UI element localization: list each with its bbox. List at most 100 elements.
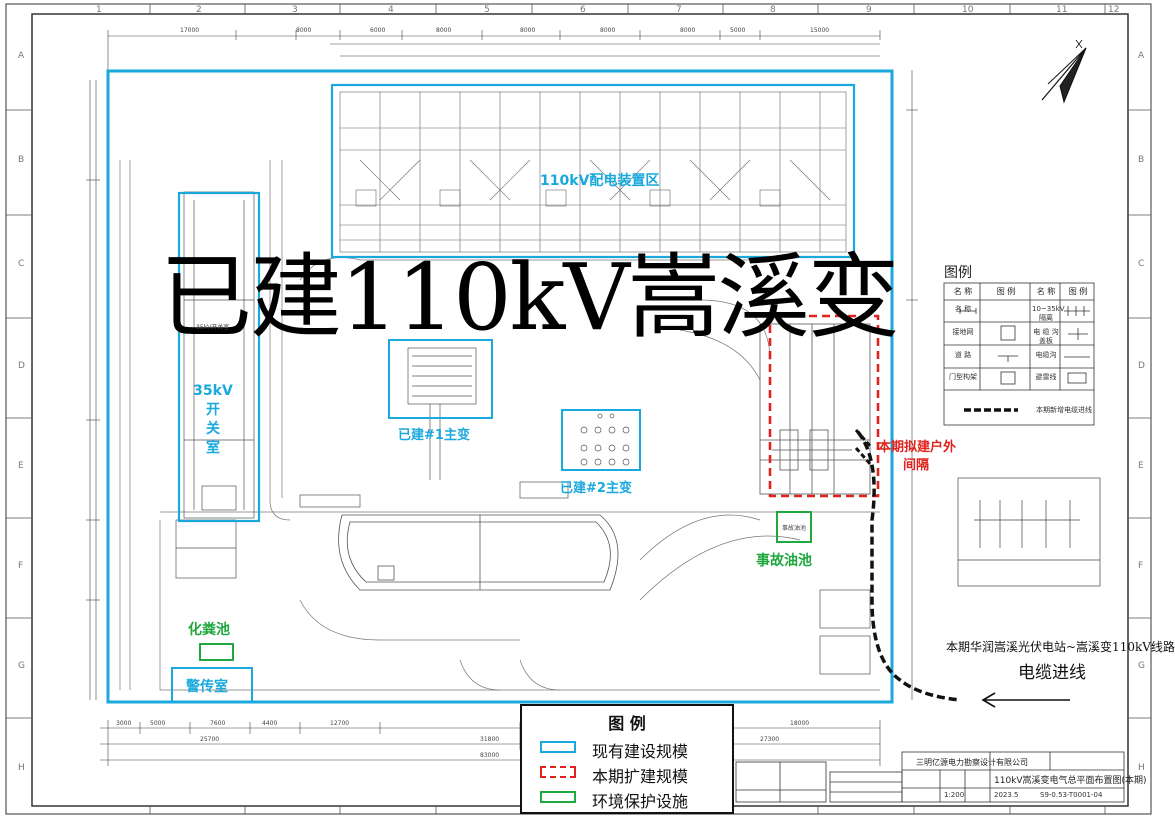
label-guard-room: 警传室	[186, 679, 228, 695]
dimension-bottom: 7600	[210, 720, 226, 727]
legend-row-label: 电缆沟	[1035, 351, 1057, 359]
title-block-company: 三明亿源电力勘察设计有限公司	[916, 758, 1028, 767]
dimension-bottom: 27300	[760, 736, 780, 743]
legend-row-label: 避雷线	[1035, 373, 1057, 381]
existing-35kv-room-frame	[177, 191, 261, 523]
svg-text:11: 11	[1056, 5, 1067, 15]
title-block-date: 2023.5	[994, 791, 1019, 799]
legend-swatch	[540, 791, 576, 803]
north-arrow-icon	[1041, 39, 1087, 104]
expansion-outdoor-bay-frame	[768, 314, 880, 498]
tag-switchroom: 35kV开关室	[196, 324, 230, 331]
svg-text:F: F	[1138, 561, 1143, 571]
legend-swatch	[540, 741, 576, 753]
right-legend-table	[943, 282, 1095, 426]
existing-transformer-2-frame	[561, 409, 641, 471]
label-septic-tank: 化粪池	[188, 622, 230, 638]
right-dimension-lines	[906, 70, 918, 700]
cable-entry-line1: 本期华润嵩溪光伏电站~嵩溪变110kV线路	[946, 640, 1175, 654]
legend-swatch	[540, 766, 576, 778]
dimension-top: 15000	[810, 27, 830, 34]
title-block-drawing-no: S9-0.53-T0001-04	[1040, 791, 1103, 799]
svg-text:9: 9	[866, 5, 872, 15]
dimension-top: 8000	[520, 27, 536, 34]
existing-guard-room-frame	[171, 667, 253, 703]
dimension-bottom: 5000	[150, 720, 166, 727]
legend-item-label: 现有建设规模	[592, 742, 689, 761]
oil-pool-frame	[776, 511, 812, 543]
left-dimension-lines	[86, 80, 100, 700]
svg-text:7: 7	[676, 5, 682, 15]
legend-header-cell: 图 例	[996, 287, 1016, 296]
legend-header-cell: 名 称	[1036, 287, 1056, 296]
svg-text:4: 4	[388, 5, 394, 15]
svg-text:2: 2	[196, 5, 202, 15]
control-building-drawing	[338, 514, 619, 591]
dimension-bottom: 18000	[790, 720, 810, 727]
main-legend-title: 图 例	[608, 714, 646, 733]
title-block-scale: 1:200	[944, 791, 965, 799]
svg-text:6: 6	[580, 5, 586, 15]
legend-item-label: 本期扩建规模	[592, 767, 689, 786]
septic-tank-frame	[199, 643, 234, 661]
dimension-top: 8000	[436, 27, 452, 34]
dimension-bottom: 4400	[262, 720, 278, 727]
dimension-bottom: 25700	[200, 736, 220, 743]
svg-text:B: B	[18, 155, 24, 165]
dimension-bottom: 83000	[480, 752, 500, 759]
title-block-frame	[735, 751, 1125, 803]
legend-row-label: 道 路	[954, 351, 972, 359]
svg-text:12: 12	[1108, 5, 1119, 15]
label-35kv-switchroom: 35kV 开 关 室	[193, 383, 233, 456]
outdoor-bay-drawing	[759, 323, 871, 495]
svg-text:8: 8	[770, 5, 776, 15]
svg-text:1: 1	[96, 5, 102, 15]
switchyard-110kv-drawing	[339, 91, 847, 253]
grid-ticks-top	[149, 4, 1106, 814]
legend-row-label: 电 缆 沟盖板	[1033, 328, 1059, 345]
transformer-2-drawing	[580, 413, 630, 466]
svg-text:5: 5	[484, 5, 490, 15]
svg-text:D: D	[1138, 361, 1145, 371]
dimension-top: 8000	[680, 27, 696, 34]
watermark-title: 已建110kV嵩溪变	[160, 244, 900, 351]
svg-text:10: 10	[962, 5, 974, 15]
legend-row-label: 名 称	[954, 305, 972, 313]
dimension-top: 8000	[296, 27, 312, 34]
svg-text:D: D	[18, 361, 25, 371]
dimension-bottom: 3000	[116, 720, 132, 727]
top-dimension-lines	[107, 30, 881, 70]
cable-arrow-icon	[981, 692, 1070, 708]
svg-text:G: G	[18, 661, 25, 671]
dimension-top: 6000	[370, 27, 386, 34]
svg-text:E: E	[18, 461, 24, 471]
transformer-1-drawing	[407, 347, 477, 480]
dimension-top: 5000	[730, 27, 746, 34]
legend-row-label: 10~35kV 隔离	[1032, 305, 1065, 322]
dimension-top: 8000	[600, 27, 616, 34]
label-outdoor-bay-line1: 本期拟建户外	[878, 440, 957, 455]
svg-text:E: E	[1138, 461, 1144, 471]
svg-text:A: A	[18, 51, 25, 61]
dimension-bottom: 12700	[330, 720, 350, 727]
existing-site-boundary	[106, 69, 894, 704]
existing-110kv-area-frame	[330, 83, 856, 259]
terminal-chart	[957, 477, 1101, 587]
label-accident-oil-pool: 事故油池	[756, 553, 812, 569]
legend-item-label: 环境保护设施	[592, 792, 689, 811]
legend-row-label: 接地网	[952, 328, 974, 336]
existing-transformer-1-frame	[388, 339, 493, 419]
tag-oil-pool: 事故油池	[782, 525, 807, 532]
right-legend-title: 图例	[944, 265, 972, 281]
svg-text:A: A	[1138, 51, 1145, 61]
right-legend-dash-label: 本期新增电缆进线	[1036, 406, 1092, 414]
main-legend: 图 例 现有建设规模本期扩建规模环境保护设施	[520, 704, 734, 814]
svg-text:F: F	[18, 561, 23, 571]
dimension-top: 17000	[180, 27, 200, 34]
sheet-outer-frame	[5, 3, 1152, 815]
legend-header-cell: 图 例	[1068, 287, 1088, 296]
